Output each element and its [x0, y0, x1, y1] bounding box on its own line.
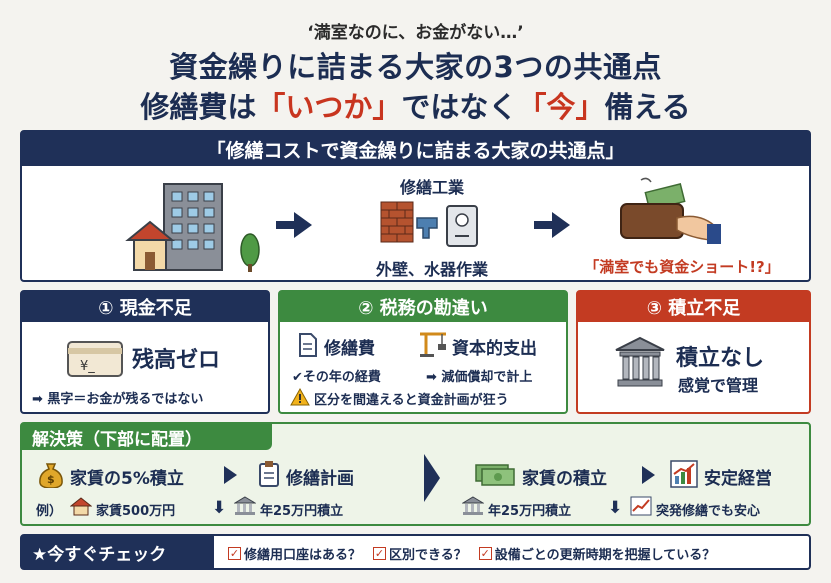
- solution-heading: 解決策（下部に配置）: [22, 424, 272, 450]
- solution-example-3: 年25万円積立: [488, 504, 572, 519]
- card2-sub2: ➡ 減価償却で計上: [426, 370, 533, 385]
- check-item[interactable]: ✓ 設備ごとの更新時期を把握している？: [478, 544, 716, 563]
- growth-chart-small-icon: [630, 496, 652, 516]
- card-reserve-shortage: ③ 積立不足 積立なし 感覚で管理: [576, 290, 811, 414]
- solution-big-arrow-icon: [424, 454, 440, 502]
- solution-down-arrow-1-icon: ⬇: [212, 498, 227, 518]
- checkbox-icon: ✓: [373, 547, 387, 560]
- check-panel: ★今すぐチェック ✓ 修繕用口座はある？ ✓ 区別できる？ ✓ 設備ごとの更新時…: [20, 534, 811, 570]
- card1-title: ① 現金不足: [22, 292, 268, 322]
- svg-text:¥_: ¥_: [80, 359, 95, 374]
- subtitle-quote-someday: 「いつか」: [256, 90, 402, 124]
- empty-wallet-icon: [620, 177, 721, 244]
- card2-item1: 修繕費: [324, 339, 375, 359]
- check-item-label: 修繕用口座はある？: [244, 548, 362, 563]
- solution-arrow-b-icon: [642, 466, 655, 484]
- page-title: 資金繰りに詰まる大家の3つの共通点: [169, 50, 662, 84]
- check-item[interactable]: ✓ 区別できる？: [373, 544, 467, 563]
- flow-step3-caption: 「満室でも資金ショート!?」: [584, 258, 780, 276]
- solution-a1: 家賃の5%積立: [70, 469, 184, 489]
- checkbox-icon: ✓: [228, 547, 241, 560]
- solution-down-arrow-2-icon: ⬇: [608, 498, 623, 518]
- check-item-label: 区別できる？: [389, 548, 467, 563]
- clipboard-icon: [259, 461, 279, 487]
- solution-example-label: 例）: [36, 504, 63, 519]
- subtitle-post: 備える: [604, 90, 691, 124]
- subtitle-pre: 修繕費は: [140, 90, 257, 124]
- house-icon: [70, 497, 92, 516]
- warning-icon: [290, 388, 310, 406]
- page-subtitle: 修繕費は「いつか」ではなく「今」備える: [0, 84, 831, 126]
- check-item-label: 設備ごとの更新時期を把握している？: [494, 548, 716, 563]
- flow-arrow-1-icon: [294, 212, 312, 238]
- cash-icon: [475, 464, 515, 486]
- flow-step2-label: 修繕工業: [399, 178, 464, 197]
- check-heading: ★今すぐチェック: [22, 536, 214, 568]
- solution-arrow-a-icon: [224, 466, 237, 484]
- checkbox-icon: ✓: [478, 547, 492, 560]
- flow-arrow-1-shaft: [276, 221, 298, 229]
- card-tax-misunderstanding: ② 税務の勘違い 修繕費 資本的支出 ✔その年の経費 ➡ 減価償却で計上 区分を…: [278, 290, 568, 414]
- solution-example-1: 家賃500万円: [96, 504, 176, 519]
- apartment-building-icon: [125, 183, 260, 272]
- card2-sub1: ✔その年の経費: [292, 370, 381, 385]
- subtitle-mid: ではなく: [401, 90, 518, 124]
- card1-note: ➡ 黒字＝お金が残るではない: [32, 392, 204, 407]
- solution-b1: 家賃の積立: [522, 469, 607, 489]
- solution-example-2: 年25万円積立: [260, 504, 344, 519]
- solution-a2: 修繕計画: [286, 469, 354, 489]
- flow-step2-caption: 外壁、水器作業: [375, 260, 488, 279]
- empty-bankbook-icon: ¥_: [67, 341, 123, 377]
- card3-title: ③ 積立不足: [578, 292, 809, 322]
- bank-icon: [615, 336, 665, 387]
- bank-small-icon: [234, 496, 256, 515]
- tagline: ‘満室なのに、お金がない…’: [307, 23, 524, 43]
- card2-warning: 区分を間違えると資金計画が狂う: [314, 393, 509, 408]
- card3-main: 積立なし: [676, 346, 765, 371]
- card-cash-shortage: ① 現金不足 ¥_ 残高ゼロ ➡ 黒字＝お金が残るではない: [20, 290, 270, 414]
- money-bag-icon: $: [39, 463, 63, 488]
- flow-arrow-2-shaft: [534, 221, 556, 229]
- subtitle-quote-now: 「今」: [517, 90, 605, 124]
- solution-b2: 安定経営: [704, 469, 772, 489]
- flow-heading: 「修繕コストで資金繰りに詰まる大家の共通点」: [22, 132, 809, 166]
- bank-small-icon-2: [462, 496, 484, 515]
- card2-title: ② 税務の勘違い: [280, 292, 566, 322]
- document-icon: [299, 333, 317, 357]
- repair-work-icon: [380, 201, 478, 247]
- growth-chart-icon: [670, 460, 698, 488]
- check-list: ✓ 修繕用口座はある？ ✓ 区別できる？ ✓ 設備ごとの更新時期を把握している？: [228, 544, 715, 563]
- card2-item2: 資本的支出: [452, 339, 537, 359]
- crane-icon: [420, 332, 446, 357]
- flow-panel: 「修繕コストで資金繰りに詰まる大家の共通点」 修繕工業 外壁、水器作業: [20, 130, 811, 282]
- solution-example-4: 突発修繕でも安心: [656, 504, 761, 519]
- card3-sub: 感覚で管理: [678, 376, 759, 395]
- card1-main: 残高ゼロ: [132, 348, 221, 373]
- svg-text:$: $: [47, 473, 55, 486]
- solution-panel: 解決策（下部に配置） $ 家賃の5%積立 修繕計画 家賃の積立 安定経営 例） …: [20, 422, 811, 526]
- flow-arrow-2-icon: [552, 212, 570, 238]
- check-item[interactable]: ✓ 修繕用口座はある？: [228, 544, 361, 563]
